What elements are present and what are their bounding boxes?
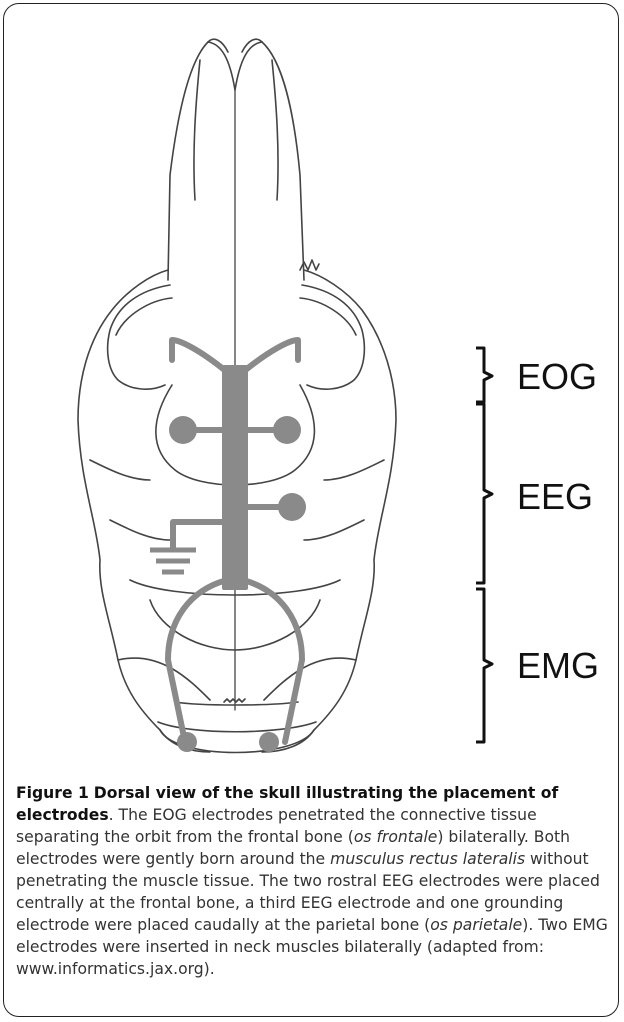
emg-wire-right — [243, 580, 302, 742]
eog-wire-left — [172, 340, 227, 372]
label-emg: EMG — [517, 645, 599, 686]
label-eeg: EEG — [517, 476, 593, 517]
caption-term: musculus rectus lateralis — [330, 850, 525, 868]
emg-wire-left — [168, 580, 227, 742]
label-eog: EOG — [517, 356, 597, 397]
caption-term: os frontale — [354, 828, 438, 846]
ground-symbol-icon — [150, 550, 196, 572]
electrode-pad-icon — [278, 493, 306, 521]
bracket-eeg — [476, 404, 492, 583]
electrode-pad-icon — [169, 416, 197, 444]
caption-term: os parietale — [430, 916, 522, 934]
bracket-eog — [476, 348, 492, 402]
bracket-emg — [476, 589, 492, 742]
electrode-pad-icon — [177, 732, 197, 752]
skull-outline-left — [78, 270, 210, 752]
skull-diagram: EOG EEG EMG — [0, 0, 624, 780]
eog-wire-right — [243, 340, 298, 372]
electrode-pad-icon — [259, 732, 279, 752]
skull-outline-snout — [168, 42, 304, 280]
figure-number: Figure 1 — [16, 784, 89, 802]
region-brackets — [476, 348, 492, 742]
figure-caption: Figure 1 Dorsal view of the skull illust… — [16, 782, 612, 980]
electrode-pad-icon — [273, 416, 301, 444]
electrode-connector — [222, 365, 248, 590]
